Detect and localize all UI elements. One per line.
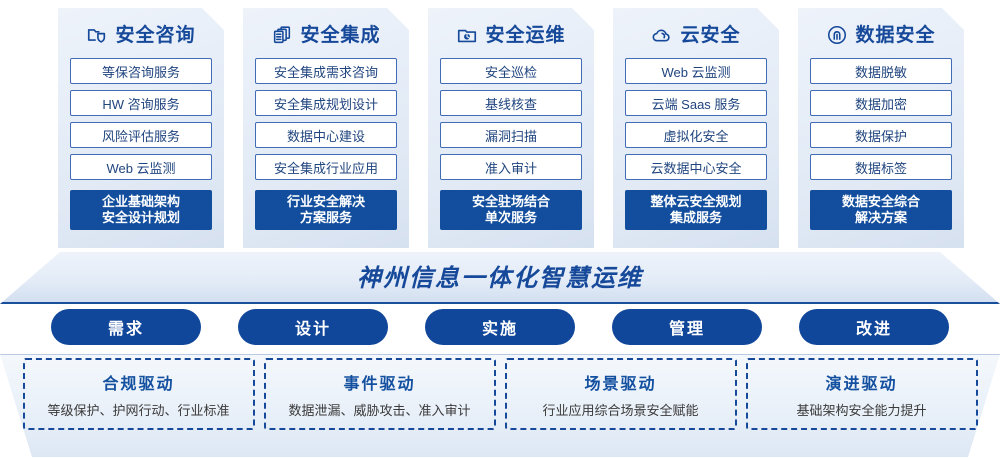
pillar-card-cloud-security[interactable]: 云安全 Web 云监测 云端 Saas 服务 虚拟化安全 云数据中心安全 整体云…	[613, 8, 779, 248]
pillar-highlight-line1: 企业基础架构	[101, 194, 180, 209]
driver-description: 等级保护、护网行动、行业标准	[47, 402, 230, 418]
pillar-highlight-line2: 方案服务	[299, 210, 352, 225]
cloud-icon	[651, 24, 673, 46]
pillar-items: 安全巡检 基线核查 漏洞扫描 准入审计 安全驻场结合 单次服务	[428, 58, 594, 230]
driver-card-compliance[interactable]: 合规驱动 等级保护、护网行动、行业标准	[22, 358, 255, 430]
pillar-item[interactable]: 云数据中心安全	[625, 154, 767, 180]
pillar-title: 安全运维	[485, 24, 566, 46]
pillar-card-security-consulting[interactable]: 安全咨询 等保咨询服务 HW 咨询服务 风险评估服务 Web 云监测 企业基础架…	[58, 8, 224, 248]
driver-card-scenario[interactable]: 场景驱动 行业应用综合场景安全赋能	[504, 358, 737, 430]
driver-title: 合规驱动	[102, 375, 175, 393]
monitor-chart-icon	[456, 24, 478, 46]
lifecycle-pill-implementation[interactable]: 实施	[425, 309, 575, 345]
driver-title: 场景驱动	[584, 375, 657, 393]
pillar-item[interactable]: 安全巡检	[440, 58, 582, 84]
pillar-items: 安全集成需求咨询 安全集成规划设计 数据中心建设 安全集成行业应用 行业安全解决…	[243, 58, 409, 230]
pillar-items: Web 云监测 云端 Saas 服务 虚拟化安全 云数据中心安全 整体云安全规划…	[613, 58, 779, 230]
lifecycle-pill-requirement[interactable]: 需求	[51, 309, 201, 345]
pillar-title: 云安全	[680, 24, 741, 46]
pillar-highlight[interactable]: 安全驻场结合 单次服务	[440, 190, 582, 230]
drivers-container	[0, 354, 1000, 457]
platform-banner: 神州信息一体化智慧运维	[0, 252, 1000, 304]
lifecycle-pills: 需求 设计 实施 管理 改进	[0, 309, 1000, 347]
pillar-highlight-line1: 整体云安全规划	[650, 194, 742, 209]
pillar-item[interactable]: 数据保护	[810, 122, 952, 148]
pillar-title: 数据安全	[855, 24, 936, 46]
pillar-item[interactable]: 数据脱敏	[810, 58, 952, 84]
pillar-highlight[interactable]: 行业安全解决 方案服务	[255, 190, 397, 230]
platform-banner-title: 神州信息一体化智慧运维	[357, 264, 643, 292]
lifecycle-pill-improvement[interactable]: 改进	[799, 309, 949, 345]
pillar-header: 安全咨询	[58, 8, 224, 58]
pillar-header: 云安全	[613, 8, 779, 58]
pillar-item[interactable]: 虚拟化安全	[625, 122, 767, 148]
pillar-header: 安全运维	[428, 8, 594, 58]
pillar-highlight-line1: 安全驻场结合	[471, 194, 550, 209]
pillar-title: 安全集成	[300, 24, 381, 46]
lifecycle-pill-management[interactable]: 管理	[612, 309, 762, 345]
pillar-item[interactable]: 数据加密	[810, 90, 952, 116]
pillar-item[interactable]: 基线核查	[440, 90, 582, 116]
pillar-item[interactable]: 数据中心建设	[255, 122, 397, 148]
driver-title: 演进驱动	[825, 375, 898, 393]
fingerprint-icon	[826, 24, 848, 46]
pillar-item[interactable]: 等保咨询服务	[70, 58, 212, 84]
pillar-highlight[interactable]: 数据安全综合 解决方案	[810, 190, 952, 230]
documents-stack-icon	[271, 24, 293, 46]
pillar-item[interactable]: 风险评估服务	[70, 122, 212, 148]
pillar-item[interactable]: 数据标签	[810, 154, 952, 180]
pillar-item[interactable]: 云端 Saas 服务	[625, 90, 767, 116]
folder-shield-icon	[86, 24, 108, 46]
pillar-title: 安全咨询	[115, 24, 196, 46]
pillar-item[interactable]: 准入审计	[440, 154, 582, 180]
pillar-highlight[interactable]: 企业基础架构 安全设计规划	[70, 190, 212, 230]
pillar-highlight-line1: 数据安全综合	[841, 194, 920, 209]
pillar-item[interactable]: 安全集成行业应用	[255, 154, 397, 180]
pillar-items: 数据脱敏 数据加密 数据保护 数据标签 数据安全综合 解决方案	[798, 58, 964, 230]
pillar-item[interactable]: 漏洞扫描	[440, 122, 582, 148]
pillar-highlight-line2: 单次服务	[484, 210, 537, 225]
driver-card-evolution[interactable]: 演进驱动 基础架构安全能力提升	[745, 358, 978, 430]
pillar-highlight-line1: 行业安全解决	[286, 194, 365, 209]
lifecycle-pill-design[interactable]: 设计	[238, 309, 388, 345]
driver-description: 行业应用综合场景安全赋能	[542, 402, 699, 418]
pillar-card-security-integration[interactable]: 安全集成 安全集成需求咨询 安全集成规划设计 数据中心建设 安全集成行业应用 行…	[243, 8, 409, 248]
pillar-item[interactable]: Web 云监测	[625, 58, 767, 84]
pillar-item[interactable]: Web 云监测	[70, 154, 212, 180]
pillar-card-data-security[interactable]: 数据安全 数据脱敏 数据加密 数据保护 数据标签 数据安全综合 解决方案	[798, 8, 964, 248]
pillar-item[interactable]: HW 咨询服务	[70, 90, 212, 116]
drivers-row: 合规驱动 等级保护、护网行动、行业标准 事件驱动 数据泄漏、威胁攻击、准入审计 …	[0, 358, 1000, 448]
pillar-item[interactable]: 安全集成需求咨询	[255, 58, 397, 84]
pillar-highlight-line2: 解决方案	[854, 210, 907, 225]
pillar-item[interactable]: 安全集成规划设计	[255, 90, 397, 116]
driver-title: 事件驱动	[343, 375, 416, 393]
pillar-items: 等保咨询服务 HW 咨询服务 风险评估服务 Web 云监测 企业基础架构 安全设…	[58, 58, 224, 230]
driver-description: 基础架构安全能力提升	[796, 402, 927, 418]
pillar-highlight[interactable]: 整体云安全规划 集成服务	[625, 190, 767, 230]
pillar-highlight-line2: 安全设计规划	[101, 210, 180, 225]
driver-description: 数据泄漏、威胁攻击、准入审计	[288, 402, 471, 418]
pillar-highlight-line2: 集成服务	[669, 210, 722, 225]
pillar-columns: 安全咨询 等保咨询服务 HW 咨询服务 风险评估服务 Web 云监测 企业基础架…	[0, 0, 1000, 252]
driver-card-incident[interactable]: 事件驱动 数据泄漏、威胁攻击、准入审计	[263, 358, 496, 430]
pillar-header: 数据安全	[798, 8, 964, 58]
pillar-card-security-operations[interactable]: 安全运维 安全巡检 基线核查 漏洞扫描 准入审计 安全驻场结合 单次服务	[428, 8, 594, 248]
pillar-header: 安全集成	[243, 8, 409, 58]
